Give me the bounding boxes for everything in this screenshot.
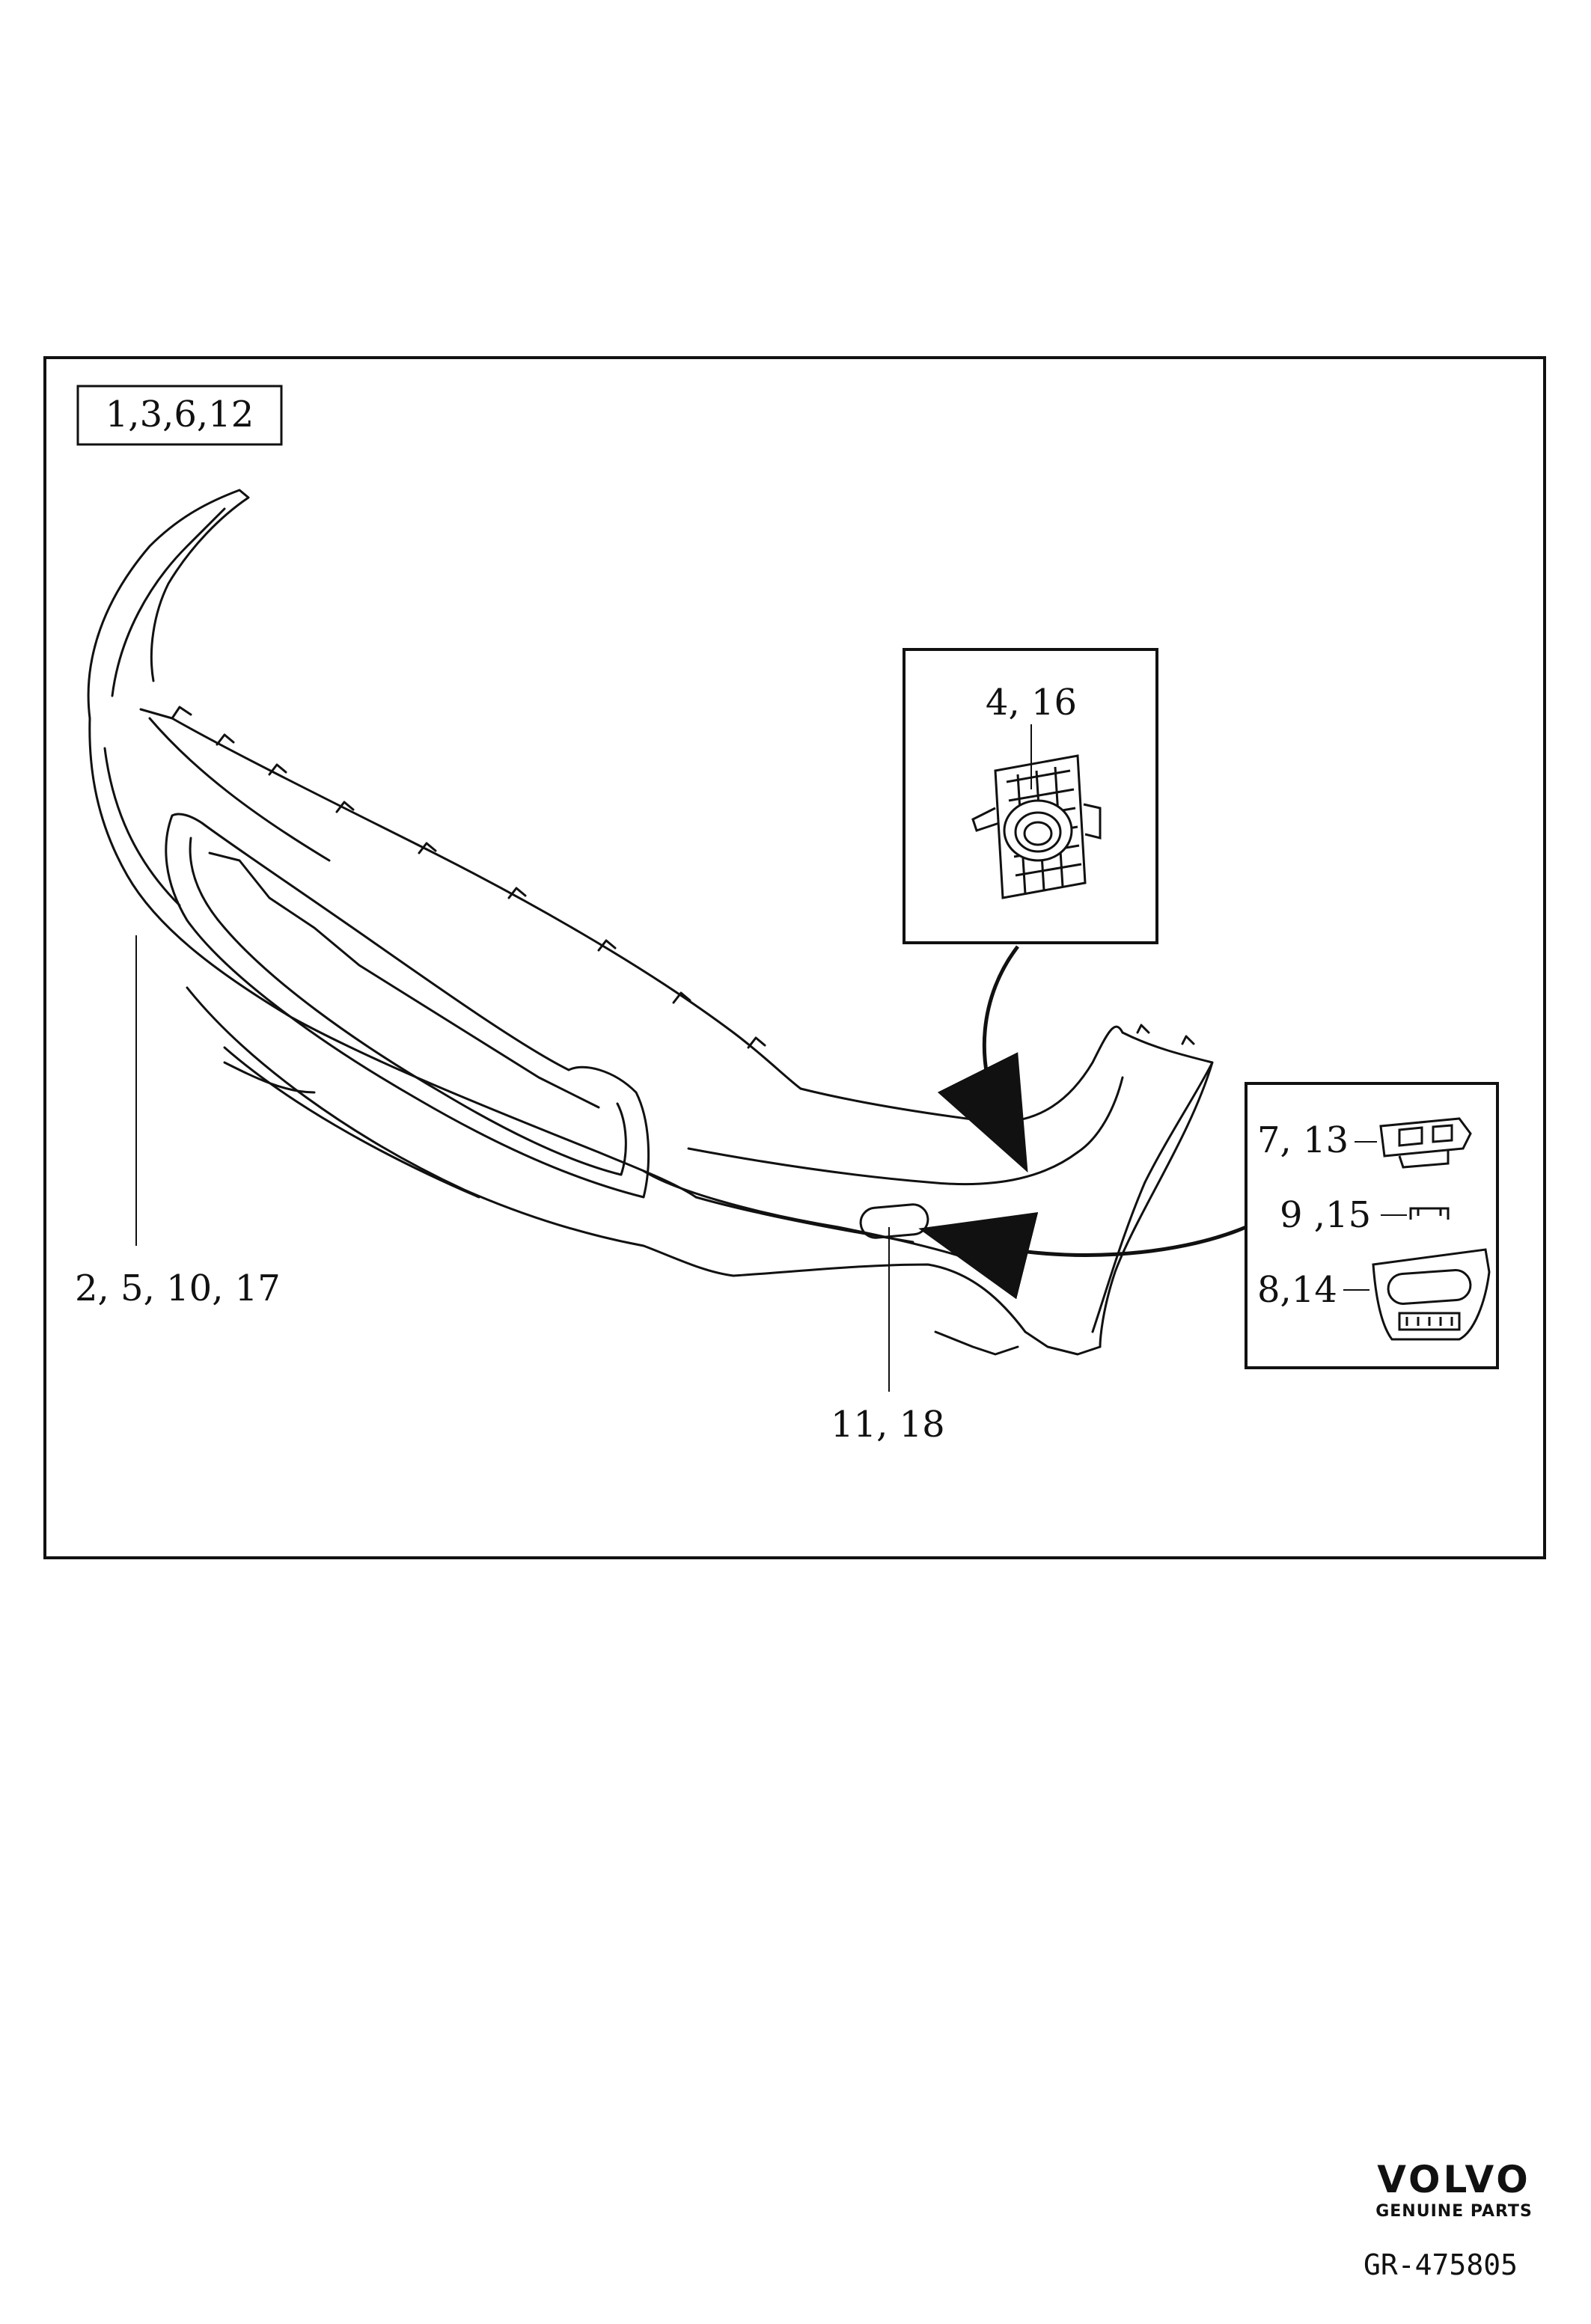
illustration-code: GR-475805 xyxy=(1364,2248,1518,2281)
trim-frame-icon xyxy=(1372,1248,1491,1341)
volvo-logo: VOLVO GENUINE PARTS xyxy=(1375,2158,1533,2221)
label-box-main-set: 1,3,6,12 xyxy=(76,385,283,446)
label-bumper-cover: 2, 5, 10, 17 xyxy=(75,1268,281,1309)
label-insert-4-16: 4, 16 xyxy=(986,682,1077,724)
label-part-8-14: 8,14 xyxy=(1257,1269,1337,1311)
clip-icon xyxy=(1409,1207,1450,1220)
logo-brand: VOLVO xyxy=(1377,2158,1531,2201)
arrow-insert xyxy=(937,945,1028,1173)
label-part-9-15: 9 ,15 xyxy=(1280,1194,1371,1236)
bracket-icon xyxy=(1379,1117,1472,1169)
logo-tagline: GENUINE PARTS xyxy=(1375,2202,1533,2221)
label-cover-11-18: 11, 18 xyxy=(831,1404,945,1446)
front-bumper-illustration xyxy=(87,489,1214,1356)
label-part-7-13: 7, 13 xyxy=(1257,1119,1349,1161)
arrow-right-box xyxy=(918,1211,1247,1300)
detail-box-right: 7, 13 9 ,15 8,14 xyxy=(1245,1082,1499,1369)
label-main-set: 1,3,6,12 xyxy=(106,394,254,435)
sensor-holder-icon xyxy=(971,754,1102,899)
detail-box-4-16: 4, 16 xyxy=(903,648,1158,944)
main-frame xyxy=(43,356,1546,1559)
